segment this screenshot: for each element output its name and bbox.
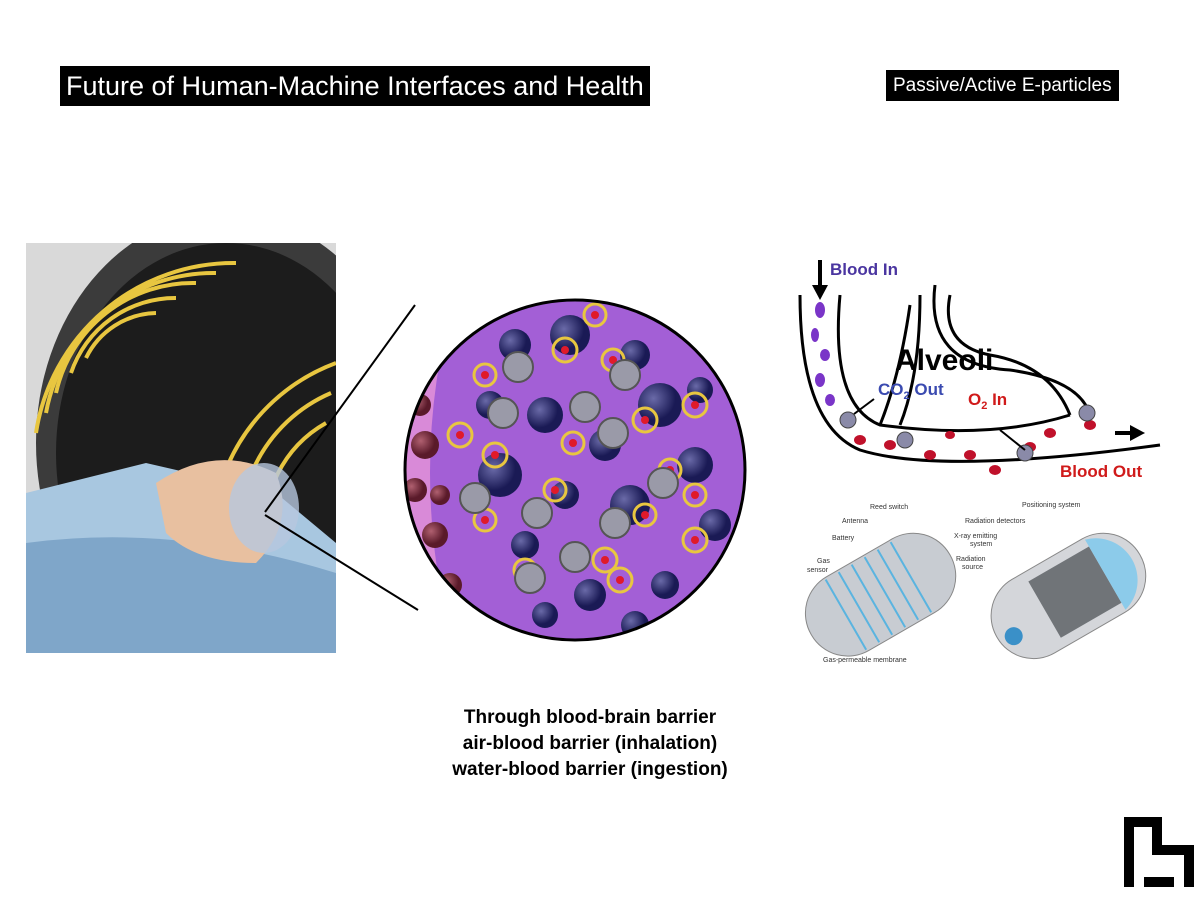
alveoli-diagram: Blood In Alveoli CO2 Out O2 In Blood Out xyxy=(790,255,1165,490)
label-source: source xyxy=(962,564,983,571)
zoom-lines xyxy=(264,304,419,611)
capsule-devices-illustration: Reed switch Antenna Battery Gas sensor G… xyxy=(804,502,1147,664)
blood-out-label: Blood Out xyxy=(1060,462,1142,481)
slide-tag: Passive/Active E-particles xyxy=(886,70,1119,101)
label-reed-switch: Reed switch xyxy=(870,504,908,511)
slide-title: Future of Human-Machine Interfaces and H… xyxy=(60,66,650,106)
label-positioning-system: Positioning system xyxy=(1022,502,1081,509)
caption: Through blood-brain barrier air-blood ba… xyxy=(380,705,800,783)
label-radiation-detectors: Radiation detectors xyxy=(965,518,1026,525)
label-battery: Battery xyxy=(832,535,855,542)
o2-in-label: O2 In xyxy=(968,390,1007,412)
label-radiation: Radiation xyxy=(956,556,986,563)
nanoparticle-zoom-circle xyxy=(403,298,747,642)
label-gas-permeable-membrane: Gas-permeable membrane xyxy=(823,657,907,664)
label-gas: Gas xyxy=(817,558,830,565)
brand-logo-icon xyxy=(1124,817,1194,887)
co2-out-label: CO2 Out xyxy=(878,380,944,402)
alveoli-label: Alveoli xyxy=(895,344,993,377)
blood-in-label: Blood In xyxy=(830,260,898,279)
caption-line: air-blood barrier (inhalation) xyxy=(462,733,718,754)
caption-line: Through blood-brain barrier xyxy=(463,707,717,728)
label-antenna: Antenna xyxy=(842,518,868,525)
patient-scanner-illustration xyxy=(26,243,336,653)
label-xray-emitting: X-ray emitting xyxy=(954,533,997,540)
label-sensor: sensor xyxy=(807,567,829,574)
label-system: system xyxy=(970,541,992,548)
caption-line: water-blood barrier (ingestion) xyxy=(452,759,728,780)
